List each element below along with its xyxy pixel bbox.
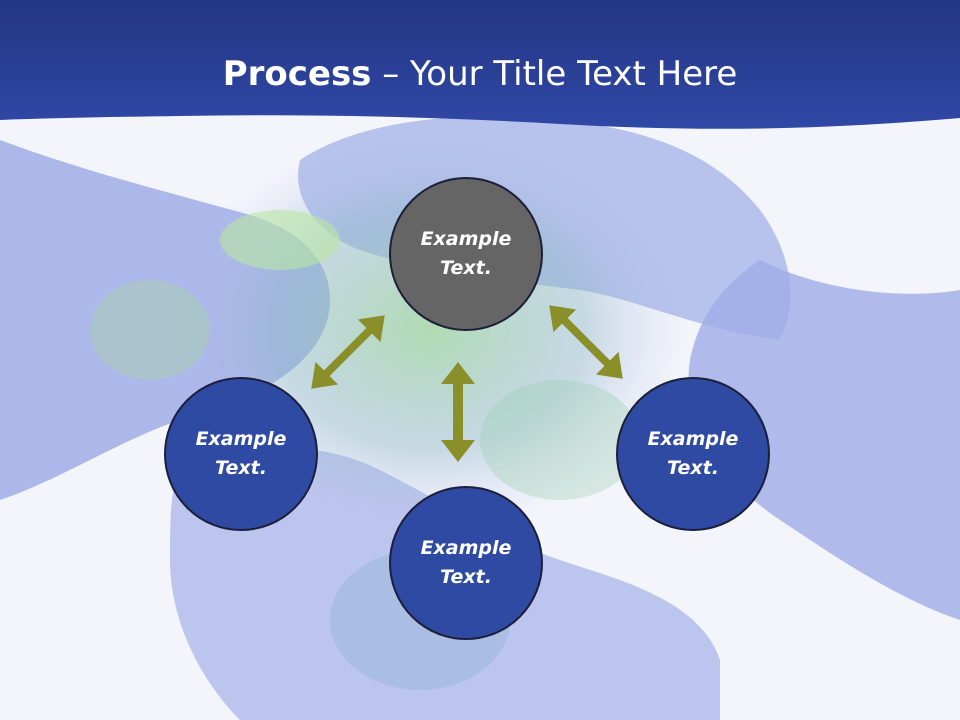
arrow-top-right: [549, 305, 623, 379]
arrow-left-top: [311, 315, 385, 389]
slide-title: Process – Your Title Text Here: [0, 52, 960, 96]
node-left-line2: Text.: [215, 457, 267, 479]
node-right-line2: Text.: [667, 457, 719, 479]
process-node-top: Example Text.: [389, 177, 543, 331]
node-bottom-line1: Example: [420, 537, 512, 559]
node-top-line2: Text.: [440, 257, 492, 279]
title-rest: – Your Title Text Here: [371, 54, 738, 94]
process-node-right: Example Text.: [616, 377, 770, 531]
arrow-top-bottom: [441, 362, 475, 462]
process-node-bottom: Example Text.: [389, 486, 543, 640]
title-bold: Process: [222, 54, 372, 94]
process-node-left: Example Text.: [164, 377, 318, 531]
node-bottom-line2: Text.: [440, 566, 492, 588]
header-banner: [0, 0, 960, 129]
node-left-line1: Example: [195, 428, 287, 450]
node-top-line1: Example: [420, 228, 512, 250]
node-right-line1: Example: [647, 428, 739, 450]
